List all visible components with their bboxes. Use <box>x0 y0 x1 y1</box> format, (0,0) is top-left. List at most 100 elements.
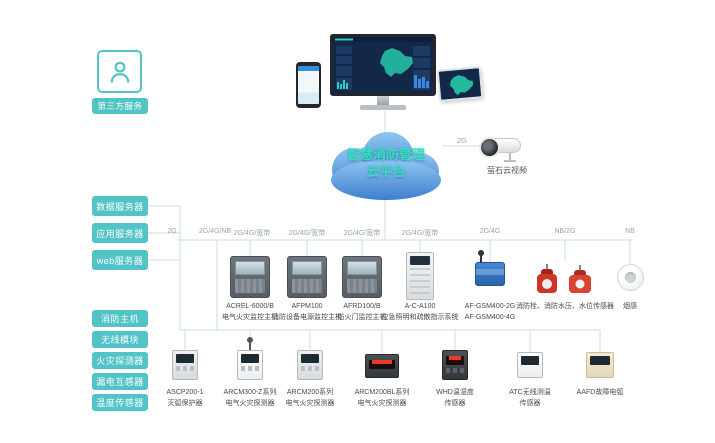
label-ascp200: ASCP200-1 灭弧保护器 <box>167 388 204 409</box>
device-model: ATC无线测温 <box>509 389 551 396</box>
dashboard-screen <box>330 34 436 96</box>
label-af-gsm400: AF-GSM400-2G AF-GSM400-4G <box>465 302 516 323</box>
desktop-monitor <box>330 34 436 110</box>
device-whd <box>442 350 468 380</box>
device-a-c-a100 <box>406 252 434 300</box>
device-hydrant-sensors <box>537 264 591 293</box>
meter-display <box>446 356 464 365</box>
device-afpm100 <box>287 256 327 298</box>
device-model: A-C-A100 <box>404 303 436 310</box>
device-model: ACREL-6000/B <box>226 303 274 310</box>
network-label-7: NB/2G <box>554 228 576 235</box>
device-aafd <box>586 352 614 378</box>
sidebar-item-temperature-sensor: 温度传感器 <box>92 394 148 411</box>
cloud-title: 智慧消防管理 云平台 <box>316 147 456 181</box>
device-model: AFPM100 <box>291 303 323 310</box>
camera-mount <box>504 153 516 162</box>
gsm-strip <box>476 269 504 275</box>
device-desc: 应急照明和疏散指示系统 <box>381 313 459 321</box>
device-desc: 电气火灾探测器 <box>357 399 407 407</box>
meter-display <box>369 360 395 369</box>
network-label-5: 2G/4G/宽带 <box>401 230 439 237</box>
phone-screen <box>298 66 319 104</box>
device-atc <box>517 352 543 378</box>
network-label-6: 2G/4G <box>479 228 501 235</box>
label-atc: ATC无线测温 传感器 <box>509 388 550 409</box>
label-a-c-a100: A-C-A100 应急照明和疏散指示系统 <box>382 302 459 323</box>
device-desc: 电气火灾监控主机 <box>222 313 278 321</box>
device-model: ARCM200BL系列 <box>354 389 410 396</box>
host-keypad <box>292 279 322 293</box>
meter-display <box>590 356 610 365</box>
host-screen <box>347 261 377 275</box>
cloud-title-line2: 云平台 <box>366 163 406 179</box>
device-arcm200bl <box>365 354 399 378</box>
device-ascp200 <box>172 350 198 380</box>
device-desc: 电气火灾探测器 <box>285 399 335 407</box>
device-afrd100 <box>342 256 382 298</box>
device-acrel-6000 <box>230 256 270 298</box>
sidebar-item-app-server: 应用服务器 <box>92 223 148 243</box>
device-model: 消防栓、消防水压、水位传感器 <box>516 303 614 310</box>
host-screen <box>292 261 322 275</box>
label-hydrant-sensors: 消防栓、消防水压、水位传感器 <box>516 302 614 313</box>
label-acrel-6000: ACREL-6000/B 电气火灾监控主机 <box>222 302 278 323</box>
meter-display <box>301 354 319 363</box>
label-afrd100: AFRD100/B 防火门监控主机 <box>338 302 387 323</box>
label-arcm300z: ARCM300-Z系列 电气火灾探测器 <box>224 388 277 409</box>
device-arcm300z <box>237 350 263 380</box>
camera-body <box>479 137 521 158</box>
cloud-title-line1: 智慧消防管理 <box>346 147 425 162</box>
device-model: ASCP200-1 <box>166 389 204 396</box>
device-desc: 灭弧保护器 <box>167 399 203 407</box>
camera-network-label: 2G <box>456 136 468 145</box>
device-model: ARCM200系列 <box>286 389 334 396</box>
host-keypad <box>347 279 377 293</box>
sidebar-item-wireless-module: 无线模块 <box>92 331 148 348</box>
sidebar-item-fire-detector: 火灾探测器 <box>92 352 148 369</box>
device-desc: AF-GSM400-4G <box>464 313 516 321</box>
arcm300-antenna <box>247 337 253 351</box>
device-desc: 传感器 <box>519 399 541 407</box>
third-party-icon-box <box>97 50 142 93</box>
meter-display <box>521 356 539 365</box>
ezviz-camera <box>479 137 525 162</box>
meter-keys <box>301 366 319 371</box>
sidebar-item-leakage-transformer: 漏电互感器 <box>92 373 148 390</box>
device-smoke-detector <box>617 264 644 291</box>
meter-keys <box>446 368 464 373</box>
meter-display <box>241 354 259 363</box>
host-screen <box>235 261 265 275</box>
network-label-3: 2G/4G/宽带 <box>288 230 326 237</box>
device-af-gsm400 <box>475 250 505 286</box>
device-desc: 传感器 <box>444 399 466 407</box>
label-afpm100: AFPM100 消防设备电源监控主机 <box>272 302 342 323</box>
label-third-party-service: 第三方服务 <box>92 98 148 114</box>
sidebar-item-data-server: 数据服务器 <box>92 196 148 216</box>
device-desc: 消防设备电源监控主机 <box>272 313 342 321</box>
wire-paths <box>148 111 632 354</box>
network-label-8: NB <box>625 228 635 235</box>
device-desc: 电气火灾探测器 <box>225 399 275 407</box>
meter-display <box>176 354 194 363</box>
device-model: 烟感 <box>623 303 637 310</box>
network-label-2: 2G/4G/宽带 <box>233 230 271 237</box>
sidebar-item-web-server: web服务器 <box>92 250 148 270</box>
meter-keys <box>241 366 259 371</box>
device-desc: 防火门监控主机 <box>337 313 387 321</box>
device-model: AFRD100/B <box>343 303 381 310</box>
device-model: AAFD故障电弧 <box>576 389 624 396</box>
device-model: ARCM300-Z系列 <box>223 389 277 396</box>
device-model: WHD温湿度 <box>436 389 474 396</box>
cloud-shape <box>331 132 441 200</box>
tablet-map-graphics <box>438 68 482 100</box>
host-keypad <box>235 279 265 293</box>
network-label-4: 2G/4G/宽带 <box>343 230 381 237</box>
label-whd: WHD温湿度 传感器 <box>436 388 474 409</box>
label-arcm200: ARCM200系列 电气火灾探测器 <box>286 388 335 409</box>
label-smoke-detector: 烟感 <box>623 302 637 313</box>
dashboard-graphics <box>333 37 433 93</box>
cabinet-grid <box>410 268 430 296</box>
